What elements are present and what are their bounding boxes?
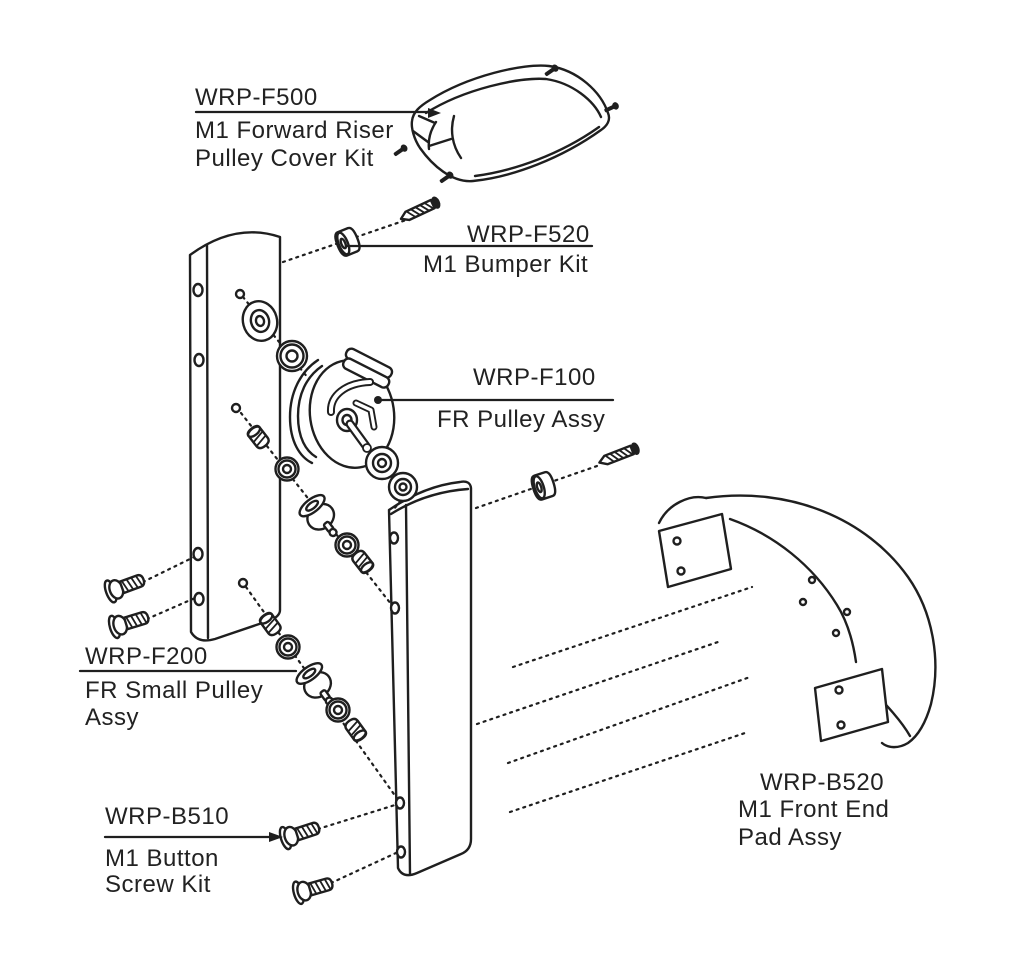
arrowhead-icon [428, 108, 441, 118]
leader-lines [78, 108, 615, 842]
bumper-screw-drawing [397, 193, 444, 226]
front-end-pad-drawing [657, 494, 937, 749]
label-wrp-b520-desc: M1 Front End Pad Assy [738, 796, 889, 852]
label-wrp-f520-part: WRP-F520 [467, 221, 590, 248]
label-line: Screw Kit [105, 871, 211, 898]
button-screw-drawing [101, 567, 149, 605]
bumper-screw-drawing [595, 440, 643, 470]
right-riser-panel-drawing [387, 480, 473, 877]
washer-drawing [364, 445, 400, 481]
label-line: Pulley Cover Kit [195, 145, 374, 172]
label-line: M1 Button [105, 845, 219, 872]
button-screw-drawing [289, 870, 337, 907]
label-wrp-f100-desc: FR Pulley Assy [437, 406, 605, 434]
washer-drawing [275, 339, 309, 373]
label-wrp-b510-desc: M1 Button Screw Kit [105, 846, 219, 898]
grommet-drawing [241, 299, 279, 343]
fr-pulley-drawing [288, 347, 396, 469]
cover-screw-icon [390, 141, 411, 160]
label-wrp-f100-part: WRP-F100 [473, 364, 596, 391]
small-pulley-chain-lower-drawing [257, 609, 369, 745]
label-wrp-f200-desc: FR Small Pulley Assy [85, 677, 263, 731]
label-wrp-b510-part: WRP-B510 [105, 803, 230, 830]
label-line: FR Small Pulley [85, 677, 264, 704]
label-line: FR Pulley Assy [437, 406, 606, 433]
bumper-drawing [528, 469, 559, 503]
button-screw-drawing [276, 815, 324, 852]
label-line: M1 Front End [738, 796, 890, 823]
arrowhead-icon [269, 832, 283, 842]
label-line: Pad Assy [738, 824, 843, 851]
label-line: M1 Bumper Kit [423, 251, 589, 278]
label-line: M1 Forward Riser [195, 117, 394, 144]
label-wrp-f520-desc: M1 Bumper Kit [423, 251, 588, 279]
label-wrp-f500-desc: M1 Forward Riser Pulley Cover Kit [195, 117, 394, 173]
pulley-cover-drawing [410, 64, 611, 183]
label-line: Assy [85, 704, 140, 731]
leader-dot-icon [374, 396, 382, 404]
label-wrp-f500-part: WRP-F500 [195, 84, 318, 111]
button-screw-drawing [105, 604, 153, 641]
label-wrp-f200-part: WRP-F200 [85, 643, 208, 670]
washer-drawing [387, 471, 419, 503]
bumper-drawing [331, 225, 364, 259]
label-wrp-b520-part: WRP-B520 [760, 769, 885, 796]
